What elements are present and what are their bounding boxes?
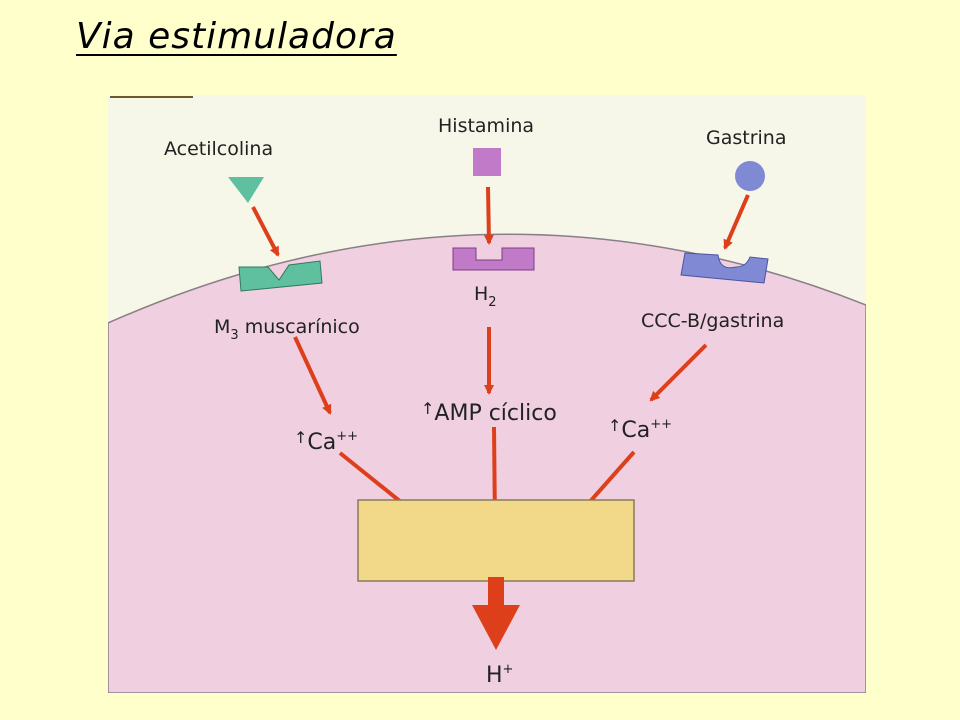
m3-receptor-label: M3 muscarínico — [214, 316, 360, 343]
ca-right-label: ↑Ca++ — [608, 416, 672, 443]
camp-label: ↑AMP cíclico — [421, 399, 557, 426]
acetylcholine-triangle-icon — [228, 177, 264, 203]
h-plus-output-arrow — [472, 577, 520, 650]
histamine-binding-arrow — [483, 186, 494, 245]
histamine-label: Histamina — [438, 115, 534, 137]
effector-box — [357, 499, 635, 582]
gastrin-binding-arrow — [723, 194, 750, 250]
cck-receptor-label: CCC-B/gastrina — [641, 310, 784, 332]
acetylcholine-label: Acetilcolina — [164, 138, 273, 160]
m3-muscarinic-receptor — [238, 260, 323, 292]
histamine-square-icon — [473, 148, 501, 176]
h2-receptor — [452, 247, 535, 271]
cck-b-gastrin-receptor — [680, 252, 769, 284]
ca-left-label: ↑Ca++ — [294, 428, 358, 455]
cell-cytoplasm — [108, 233, 866, 693]
cck-to-ca-arrow — [649, 343, 708, 402]
acetylcholine-binding-arrow — [251, 206, 280, 257]
m3-to-ca-arrow — [293, 336, 332, 415]
gastric-acid-secretion-diagram: Acetilcolina Histamina Gastrina M3 musca… — [108, 95, 866, 693]
gastrin-label: Gastrina — [706, 127, 787, 149]
h-plus-label: H+ — [486, 662, 513, 688]
gastrin-circle-icon — [735, 161, 765, 191]
h2-receptor-label: H2 — [474, 283, 497, 310]
slide-title: Via estimuladora — [76, 16, 397, 57]
